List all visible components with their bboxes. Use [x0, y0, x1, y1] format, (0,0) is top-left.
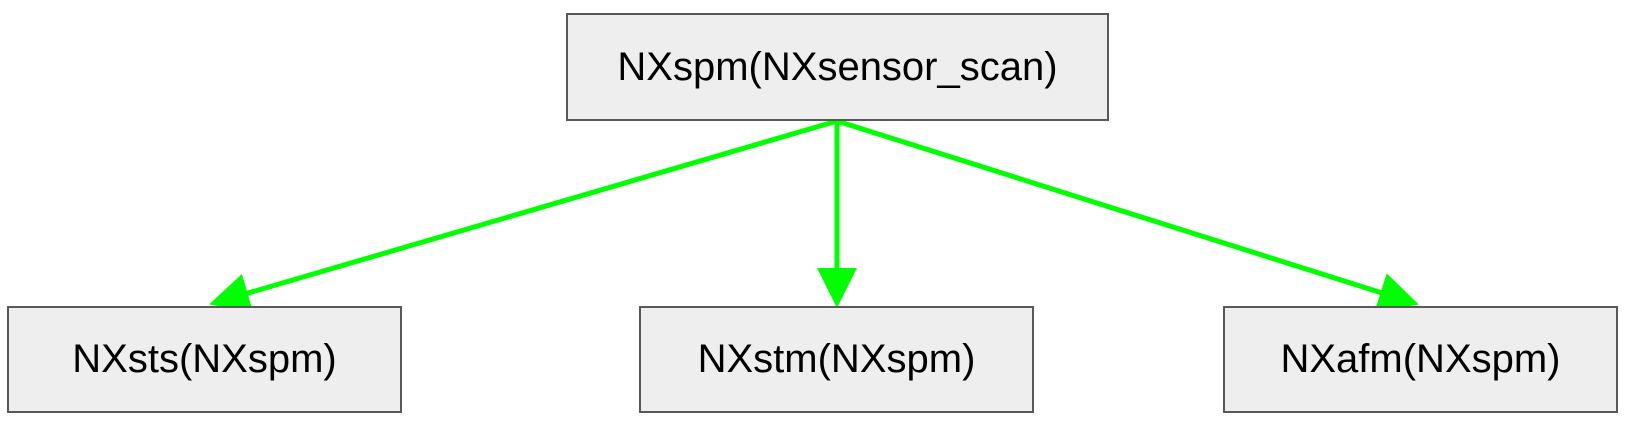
node-nxspm: NXspm(NXsensor_scan) — [566, 13, 1109, 121]
edge-root-to-sts — [209, 118, 838, 313]
node-label: NXspm(NXsensor_scan) — [617, 44, 1058, 89]
node-label: NXsts(NXspm) — [72, 337, 337, 381]
node-nxsts: NXsts(NXspm) — [7, 306, 402, 413]
node-nxstm: NXstm(NXspm) — [639, 306, 1034, 413]
node-label: NXafm(NXspm) — [1280, 337, 1561, 381]
node-label: NXstm(NXspm) — [697, 337, 976, 381]
node-nxafm: NXafm(NXspm) — [1223, 306, 1618, 413]
edge-root-to-afm — [836, 118, 1419, 312]
